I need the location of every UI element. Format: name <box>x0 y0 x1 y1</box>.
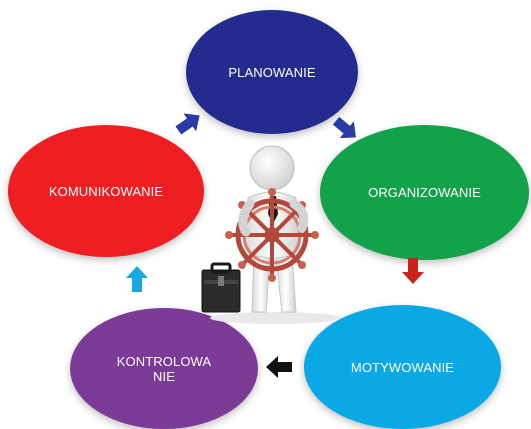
arrow-organizowanie-to-motywowanie-shape <box>402 258 424 284</box>
node-planowanie: PLANOWANIE <box>186 10 358 134</box>
node-motywowanie-label: MOTYWOWANIE <box>350 359 455 375</box>
node-komunikowanie-label: KOMUNIKOWANIE <box>48 183 164 199</box>
node-komunikowanie: KOMUNIKOWANIE <box>8 125 204 257</box>
arrow-kontrolowanie-to-komunikowanie <box>126 266 148 292</box>
arrow-motywowanie-to-kontrolowanie-shape <box>266 356 292 378</box>
figure-head <box>249 145 295 191</box>
arrow-planowanie-to-organizowanie <box>332 116 356 139</box>
arrow-komunikowanie-to-planowanie <box>175 113 200 135</box>
arrow-planowanie-to-organizowanie-shape <box>332 116 356 139</box>
node-motywowanie: MOTYWOWANIE <box>304 305 501 429</box>
arrow-komunikowanie-to-planowanie-shape <box>175 113 200 135</box>
node-organizowanie: ORGANIZOWANIE <box>320 125 529 260</box>
figure-right-arm <box>289 199 309 233</box>
node-organizowanie-label: ORGANIZOWANIE <box>368 185 481 200</box>
arrow-kontrolowanie-to-komunikowanie-shape <box>126 266 148 292</box>
center-figure-illustration <box>201 145 340 324</box>
figure-left-arm <box>238 199 255 237</box>
node-kontrolowanie-label: KONTROLOWA NIE <box>116 353 212 384</box>
briefcase <box>201 262 241 313</box>
arrow-organizowanie-to-motywowanie <box>402 258 424 284</box>
ship-wheel <box>225 188 319 282</box>
arrow-motywowanie-to-kontrolowanie <box>266 356 292 378</box>
node-planowanie-label: PLANOWANIE <box>228 64 316 80</box>
floor-shadow <box>210 312 340 324</box>
node-kontrolowanie: KONTROLOWA NIE <box>70 308 258 429</box>
